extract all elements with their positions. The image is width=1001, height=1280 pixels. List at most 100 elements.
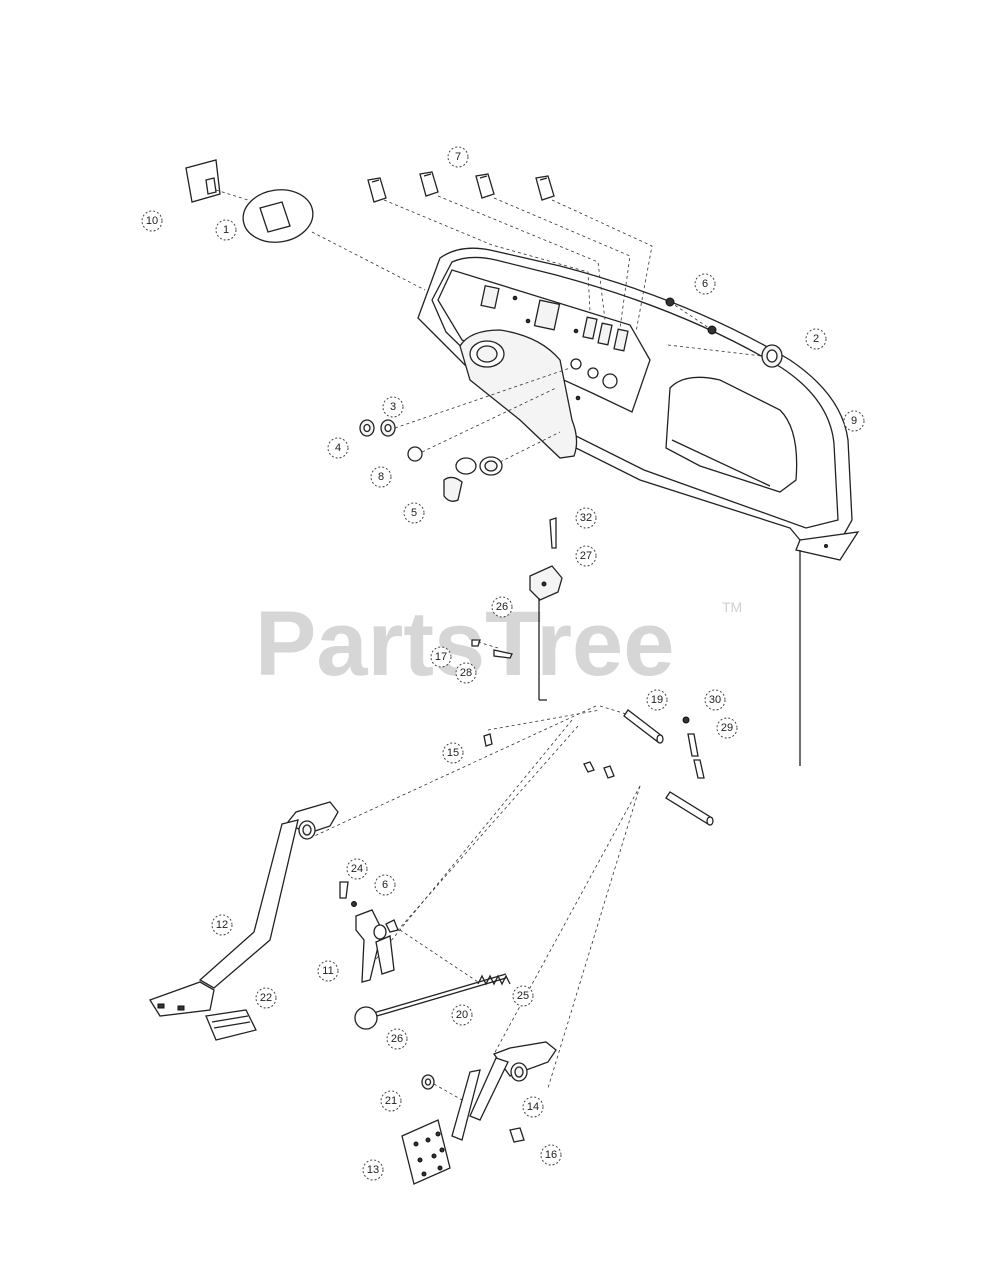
- callout-26: 26: [491, 596, 513, 618]
- callout-number: 1: [223, 224, 229, 236]
- callout-number: 11: [322, 965, 333, 977]
- knob-part-26: [354, 1006, 378, 1030]
- callout-circle: [327, 437, 349, 459]
- plug-part-8: [407, 446, 423, 462]
- callout-26: 26: [386, 1028, 408, 1050]
- callout-circle: [843, 410, 865, 432]
- callout-number: 10: [146, 215, 158, 227]
- plate-part-13: [401, 1119, 451, 1185]
- callout-25: 25: [512, 985, 534, 1007]
- callout-15: 15: [442, 742, 464, 764]
- callout-circle: [317, 960, 339, 982]
- callout-1: 1: [215, 219, 237, 241]
- decal-part-10: [185, 159, 221, 203]
- callout-number: 3: [390, 401, 396, 413]
- callout-6: 6: [374, 874, 396, 896]
- callout-circle: [141, 210, 163, 232]
- knob-part-2: [761, 344, 783, 368]
- callout-number: 15: [447, 747, 459, 759]
- callout-19: 19: [646, 689, 668, 711]
- callout-circle: [522, 1096, 544, 1118]
- callout-circle: [403, 502, 425, 524]
- nut-part-21: [421, 1074, 435, 1090]
- callout-32: 32: [575, 507, 597, 529]
- callout-number: 26: [496, 601, 508, 613]
- callout-20: 20: [451, 1004, 473, 1026]
- callout-circle: [382, 396, 404, 418]
- callout-2: 2: [805, 328, 827, 350]
- callout-8: 8: [370, 466, 392, 488]
- callout-circle: [211, 914, 233, 936]
- pin-part-15: [483, 733, 493, 747]
- callout-number: 25: [517, 990, 529, 1002]
- callout-circle: [575, 507, 597, 529]
- pin-part-32: [549, 517, 557, 549]
- callout-3: 3: [382, 396, 404, 418]
- callout-9: 9: [843, 410, 865, 432]
- callout-circle: [455, 662, 477, 684]
- callout-circle: [430, 646, 452, 668]
- callout-21: 21: [380, 1090, 402, 1112]
- callout-circle: [374, 874, 396, 896]
- callout-circle: [346, 858, 368, 880]
- callout-circle: [362, 1159, 384, 1181]
- callout-circle: [255, 987, 277, 1009]
- watermark-trademark: TM: [722, 599, 742, 615]
- callout-circle: [704, 689, 726, 711]
- callout-circle: [540, 1144, 562, 1166]
- callout-number: 6: [382, 879, 388, 891]
- nut-part-4: [359, 419, 375, 437]
- callout-number: 32: [580, 512, 592, 524]
- callout-28: 28: [455, 662, 477, 684]
- callout-circle: [512, 985, 534, 1007]
- callout-24: 24: [346, 858, 368, 880]
- pin-part-24: [339, 881, 349, 899]
- callout-number: 20: [456, 1009, 468, 1021]
- callout-circle: [442, 742, 464, 764]
- callout-number: 14: [527, 1101, 539, 1113]
- rod-part-19: [623, 709, 664, 744]
- callout-number: 29: [721, 722, 733, 734]
- rod-part-20: [369, 973, 507, 1015]
- callout-number: 13: [367, 1164, 379, 1176]
- pedal-pad-part-22: [205, 1009, 257, 1041]
- callout-10: 10: [141, 210, 163, 232]
- callout-5: 5: [403, 502, 425, 524]
- callout-17: 17: [430, 646, 452, 668]
- callout-number: 19: [651, 694, 663, 706]
- callout-circle: [370, 466, 392, 488]
- callout-number: 26: [391, 1033, 403, 1045]
- callout-number: 22: [260, 992, 272, 1004]
- callout-16: 16: [540, 1144, 562, 1166]
- callout-30: 30: [704, 689, 726, 711]
- callout-number: 30: [709, 694, 721, 706]
- callout-27: 27: [575, 545, 597, 567]
- callout-11: 11: [317, 960, 339, 982]
- callout-circle: [805, 328, 827, 350]
- callout-circle: [386, 1028, 408, 1050]
- callout-number: 5: [411, 507, 417, 519]
- washer-part-3: [380, 419, 396, 437]
- rod-lower: [665, 791, 714, 826]
- pedal-arm-part-12: [149, 801, 339, 1017]
- callout-6: 6: [694, 273, 716, 295]
- arm-part-14: [469, 1041, 557, 1121]
- callout-number: 6: [702, 278, 708, 290]
- callout-number: 12: [216, 919, 228, 931]
- callout-circle: [447, 146, 469, 168]
- switch-caps: [367, 171, 555, 203]
- callout-circle: [491, 596, 513, 618]
- callout-12: 12: [211, 914, 233, 936]
- callout-number: 27: [580, 550, 592, 562]
- callout-number: 28: [460, 667, 472, 679]
- callout-circle: [215, 219, 237, 241]
- spring-part-25: [477, 974, 511, 986]
- callout-number: 21: [385, 1095, 397, 1107]
- callout-circle: [451, 1004, 473, 1026]
- callout-number: 2: [813, 333, 819, 345]
- callout-number: 7: [455, 151, 461, 163]
- bracket-part-27: [529, 565, 563, 601]
